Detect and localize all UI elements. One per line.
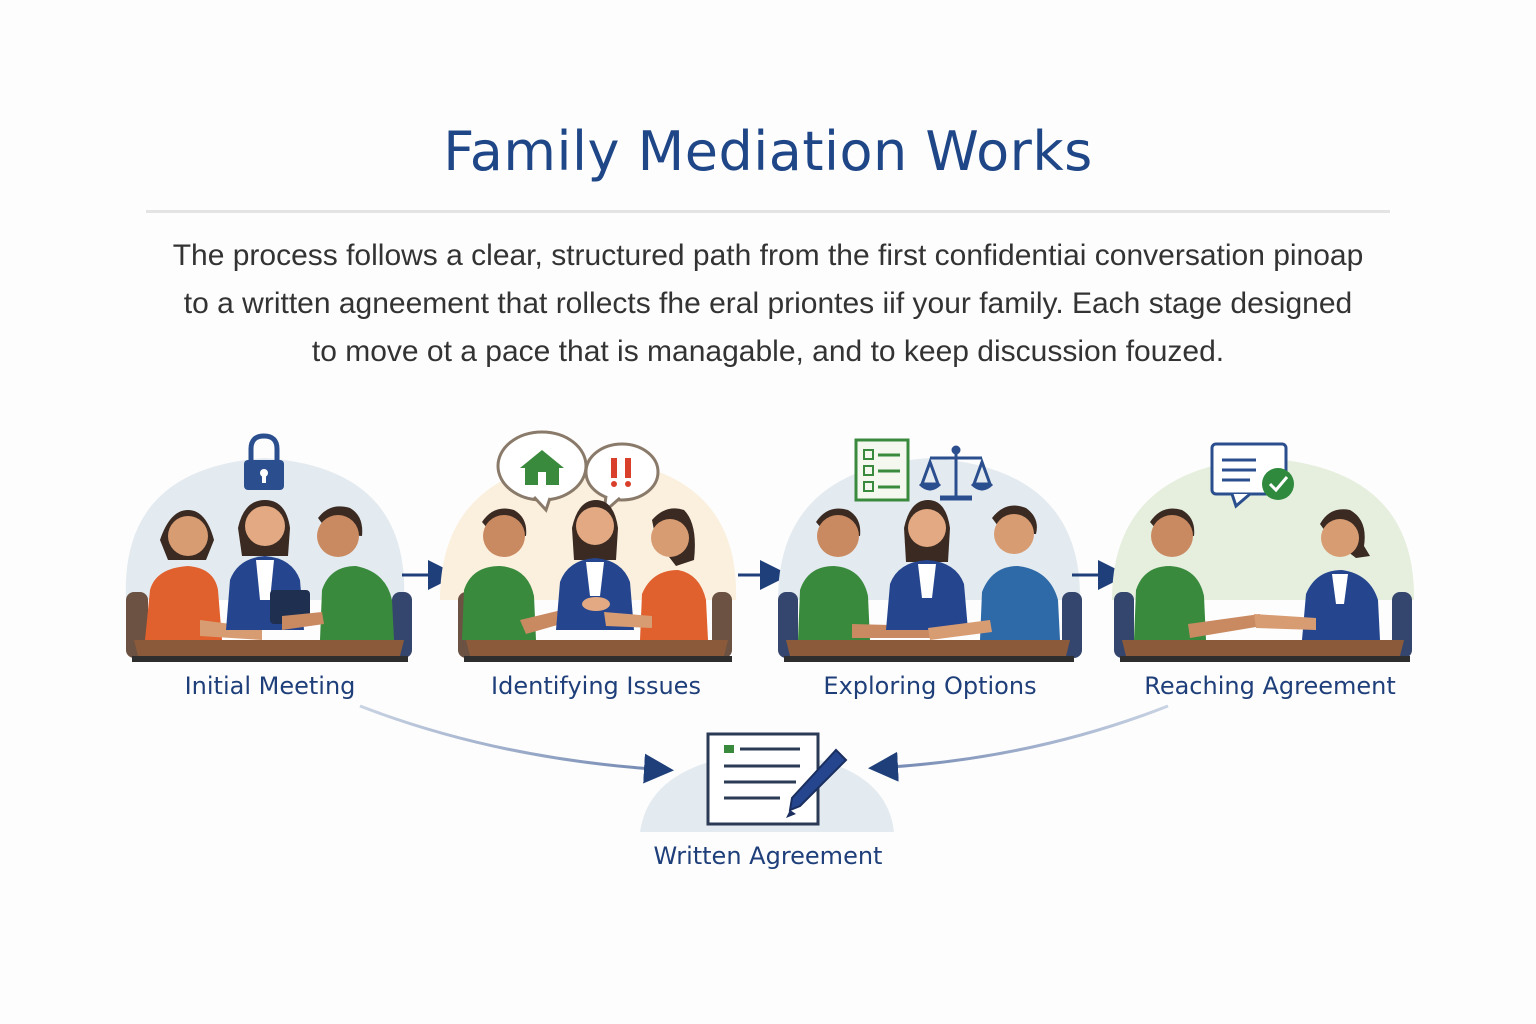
curved-arrow-icon: [359, 704, 674, 784]
title-divider: [146, 210, 1390, 213]
final-written-agreement: [640, 732, 894, 832]
person: [462, 508, 582, 640]
person: [1254, 509, 1380, 640]
stage-label-initial-meeting: Initial Meeting: [184, 672, 356, 700]
stage-label-identifying-issues: Identifying Issues: [491, 672, 701, 700]
person: [556, 500, 634, 630]
page-title: Family Mediation Works: [443, 120, 1093, 183]
intro-paragraph: The process follows a clear, structured …: [150, 232, 1386, 376]
person: [798, 508, 930, 640]
scales-icon: [918, 445, 994, 501]
person: [145, 510, 262, 640]
curved-arrow-icon: [868, 704, 1169, 782]
stage-reaching-agreement: [1112, 442, 1415, 662]
intro-line-2: to a written agneement that rollects fhe…: [183, 287, 1353, 320]
intro-line-3: to move ot a pace that is managable, and…: [311, 335, 1225, 368]
stage-exploring-options: [778, 438, 1082, 662]
person: [886, 500, 968, 630]
person: [270, 506, 394, 640]
person: [928, 505, 1060, 640]
stage-initial-meeting: [125, 433, 412, 662]
house-speech-bubble-icon: [496, 430, 588, 513]
intro-line-1: The process follows a clear, structured …: [172, 239, 1364, 272]
stage-identifying-issues: [440, 430, 737, 662]
final-label-written-agreement: Written Agreement: [653, 842, 883, 870]
person: [1134, 508, 1262, 640]
stage-label-reaching-agreement: Reaching Agreement: [1144, 672, 1396, 700]
checklist-icon: [854, 438, 910, 502]
person: [604, 508, 708, 640]
stage-label-exploring-options: Exploring Options: [823, 672, 1037, 700]
document-pen-icon: [706, 732, 848, 826]
lock-icon: [244, 433, 284, 490]
message-check-icon: [1210, 442, 1294, 509]
